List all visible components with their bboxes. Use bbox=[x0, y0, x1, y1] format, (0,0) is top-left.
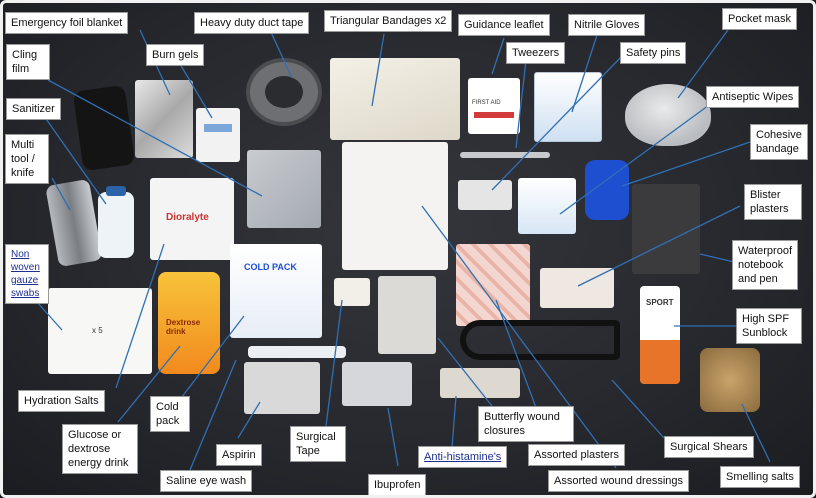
tweezers bbox=[460, 152, 550, 158]
leader-mask bbox=[677, 29, 729, 99]
leader-aspirin bbox=[237, 401, 261, 439]
dioralyte-brand: Dioralyte bbox=[166, 212, 209, 223]
label-cling-film: Cling film bbox=[6, 44, 50, 80]
label-ibuprofen: Ibuprofen bbox=[368, 474, 427, 496]
dextrose-brand: Dextrose drink bbox=[166, 318, 201, 336]
leader-notebook bbox=[699, 253, 735, 263]
leader-gloves bbox=[571, 31, 599, 113]
label-foil-blanket: Emergency foil blanket bbox=[5, 12, 129, 34]
leader-cling-film bbox=[47, 79, 263, 197]
large-dressing-pack bbox=[342, 142, 448, 270]
cling-film-roll bbox=[247, 150, 321, 228]
cold-pack-brand: COLD PACK bbox=[244, 262, 297, 272]
leader-butterfly bbox=[437, 337, 493, 407]
label-saline: Saline eye wash bbox=[160, 470, 253, 492]
label-nitrile-gloves: Nitrile Gloves bbox=[568, 14, 646, 36]
label-pocket-mask: Pocket mask bbox=[722, 8, 797, 30]
surgical-shears bbox=[460, 320, 620, 360]
leader-anti-histamine bbox=[451, 395, 457, 449]
burn-gels-pack bbox=[196, 108, 240, 162]
label-butterfly: Butterfly wound closures bbox=[478, 406, 574, 442]
label-surgical-shears: Surgical Shears bbox=[664, 436, 754, 458]
label-waterproof-notebook: Waterproof notebook and pen bbox=[732, 240, 798, 290]
label-smelling-salts: Smelling salts bbox=[720, 466, 800, 488]
leader-saline bbox=[189, 359, 237, 471]
sunblock-brand: SPORT bbox=[646, 298, 674, 307]
waterproof-notebook bbox=[632, 184, 700, 274]
leader-surgical-tape bbox=[325, 299, 343, 427]
leader-multi-tool bbox=[51, 177, 71, 211]
cold-pack bbox=[230, 244, 322, 338]
medicine-box bbox=[378, 276, 436, 354]
leader-blister bbox=[577, 205, 741, 287]
leader-antiseptic bbox=[559, 99, 717, 215]
aspirin-blister bbox=[244, 362, 320, 414]
label-surgical-tape: Surgical Tape bbox=[290, 426, 346, 462]
leaflet-red-band bbox=[474, 112, 514, 118]
label-high-spf: High SPF Sunblock bbox=[736, 308, 802, 344]
assorted-plasters-pack bbox=[456, 244, 530, 326]
leader-cold-pack bbox=[177, 315, 245, 403]
foil-blanket-pack bbox=[135, 80, 193, 158]
label-burn-gels: Burn gels bbox=[146, 44, 205, 66]
guidance-leaflet bbox=[468, 78, 520, 134]
dextrose-drink-pouch bbox=[158, 272, 220, 374]
leader-ibuprofen bbox=[387, 407, 399, 467]
gauze-count: x 5 bbox=[92, 326, 103, 335]
label-triangular-bandages: Triangular Bandages x2 bbox=[324, 10, 453, 32]
label-guidance-leaflet: Guidance leaflet bbox=[458, 14, 550, 36]
label-hydration-salts: Hydration Salts bbox=[18, 390, 105, 412]
leader-leaflet bbox=[491, 37, 505, 75]
safety-pins-pack bbox=[458, 180, 512, 210]
label-sanitizer: Sanitizer bbox=[6, 98, 61, 120]
smelling-salts-jar bbox=[700, 348, 760, 412]
leader-glucose bbox=[117, 345, 181, 423]
leader-triangular bbox=[371, 33, 385, 107]
label-glucose: Glucose or dextrose energy drink bbox=[62, 424, 138, 474]
leader-hydration bbox=[115, 243, 165, 389]
saline-eye-wash bbox=[248, 346, 346, 358]
label-duct-tape: Heavy duty duct tape bbox=[194, 12, 310, 34]
label-blister-plasters: Blister plasters bbox=[744, 184, 802, 220]
label-safety-pins: Safety pins bbox=[620, 42, 687, 64]
leader-shears bbox=[611, 379, 665, 439]
hydration-salts-pack bbox=[150, 178, 234, 260]
label-cohesive-bandage: Cohesive bandage bbox=[750, 124, 808, 160]
label-aspirin: Aspirin bbox=[216, 444, 262, 466]
sanitizer-bottle bbox=[98, 192, 134, 258]
triangular-bandages-pack bbox=[330, 58, 460, 140]
surgical-tape-box bbox=[334, 278, 370, 306]
label-non-woven: Non woven gauze swabs bbox=[5, 244, 49, 304]
leader-dressings bbox=[421, 205, 617, 469]
duct-tape-core bbox=[265, 76, 303, 108]
leader-duct-tape bbox=[269, 29, 293, 79]
ibuprofen-blister bbox=[342, 362, 412, 406]
label-antiseptic-wipes: Antiseptic Wipes bbox=[706, 86, 800, 108]
leader-sanitizer bbox=[43, 115, 107, 205]
label-anti-histamine: Anti-histamine's bbox=[418, 446, 508, 468]
anti-histamine-blister bbox=[440, 368, 520, 398]
label-tweezers: Tweezers bbox=[506, 42, 566, 64]
sanitizer-cap bbox=[106, 186, 126, 196]
nitrile-gloves-pack bbox=[534, 72, 602, 142]
label-assorted-dressings: Assorted wound dressings bbox=[548, 470, 690, 492]
leader-smelling-salts bbox=[741, 403, 771, 463]
leader-cohesive bbox=[621, 141, 751, 187]
burn-gels-stripe bbox=[204, 124, 232, 132]
leaflet-title: FIRST AID bbox=[472, 100, 501, 106]
label-multi-tool: Multi tool / knife bbox=[5, 134, 49, 184]
sunblock-tube bbox=[640, 286, 680, 384]
leader-safety-pins bbox=[491, 55, 623, 191]
leader-tweezers bbox=[515, 59, 527, 149]
leader-burn-gels bbox=[179, 63, 213, 119]
label-assorted-plasters: Assorted plasters bbox=[528, 444, 625, 466]
label-cold-pack: Cold pack bbox=[150, 396, 190, 432]
antiseptic-wipes-pack bbox=[518, 178, 576, 234]
